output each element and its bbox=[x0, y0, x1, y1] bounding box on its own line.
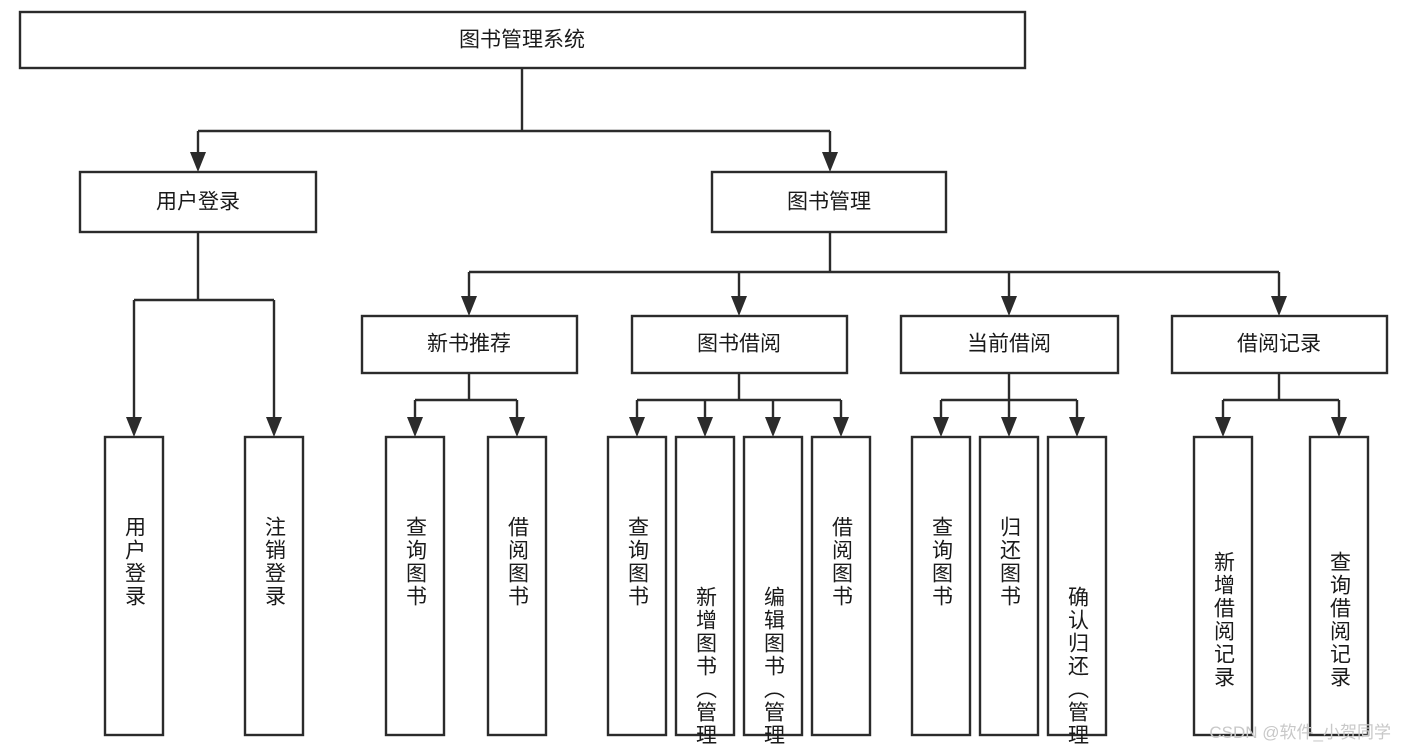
leaf-current-borrow-2-label: 归还图书 bbox=[998, 516, 1022, 608]
arrow-head-book-borrow bbox=[731, 296, 747, 316]
leaf-book-borrow-3-box[interactable] bbox=[742, 435, 804, 737]
connector-group-book-borrow bbox=[629, 373, 849, 437]
arrow-head-new-book bbox=[461, 296, 477, 316]
node-new-book-recommend[interactable]: 新书推荐 bbox=[360, 314, 579, 375]
arrow-head-leaf-borrow-record-2 bbox=[1331, 417, 1347, 437]
leaf-current-borrow-1-label: 查询图书 bbox=[930, 516, 954, 608]
connector-group-new-book bbox=[407, 373, 525, 437]
leaf-current-borrow-1-box[interactable] bbox=[910, 435, 972, 737]
leaf-book-borrow-4-box[interactable] bbox=[810, 435, 872, 737]
leaf-borrow-record-2-label: 查询借阅记录 bbox=[1328, 551, 1352, 689]
leaf-book-borrow-2-label: 新增图书（管理员） bbox=[694, 586, 718, 747]
connector-group-user-login bbox=[126, 232, 282, 437]
leaf-user-login-1-box[interactable] bbox=[103, 435, 165, 737]
node-new-book-recommend-label: 新书推荐 bbox=[427, 333, 511, 356]
leaf-new-book-2-box[interactable] bbox=[486, 435, 548, 737]
connector-group-borrow-record bbox=[1215, 373, 1347, 437]
node-book-management[interactable]: 图书管理 bbox=[710, 170, 948, 234]
leaf-new-book-2-label: 借阅图书 bbox=[506, 516, 530, 608]
arrow-head-leaf-book-borrow-4 bbox=[833, 417, 849, 437]
node-new-book-recommend-box[interactable] bbox=[360, 314, 579, 375]
leaf-new-book-1-box[interactable] bbox=[384, 435, 446, 737]
arrow-head-leaf-current-borrow-1 bbox=[933, 417, 949, 437]
leaf-new-book-1-label: 查询图书 bbox=[404, 516, 428, 608]
connector-group-root bbox=[190, 68, 838, 172]
node-borrow-record[interactable]: 借阅记录 bbox=[1170, 314, 1389, 375]
leaf-user-login-1-label: 用户登录 bbox=[123, 516, 147, 608]
node-root-system-box[interactable] bbox=[18, 10, 1027, 70]
leaf-new-book-2[interactable]: 借阅图书 bbox=[486, 435, 548, 737]
leaf-book-borrow-3-label: 编辑图书（管理员） bbox=[762, 586, 786, 747]
arrow-head-leaf-current-borrow-2 bbox=[1001, 417, 1017, 437]
leaf-book-borrow-2-box[interactable] bbox=[674, 435, 736, 737]
arrow-head-borrow-record bbox=[1271, 296, 1287, 316]
leaf-user-login-2-box[interactable] bbox=[243, 435, 305, 737]
leaf-borrow-record-2-box[interactable] bbox=[1308, 435, 1370, 737]
arrow-head-user-login bbox=[190, 152, 206, 172]
connector-group-book-mgmt bbox=[461, 232, 1287, 316]
csdn-watermark: CSDN @软件_小贺同学 bbox=[1209, 723, 1391, 742]
leaf-book-borrow-1[interactable]: 查询图书 bbox=[606, 435, 668, 737]
leaf-current-borrow-1[interactable]: 查询图书 bbox=[910, 435, 972, 737]
arrow-head-leaf-book-borrow-2 bbox=[697, 417, 713, 437]
leaf-book-borrow-3[interactable]: 编辑图书（管理员） bbox=[742, 435, 804, 747]
connector-group-current-borrow bbox=[933, 373, 1085, 437]
arrow-head-leaf-borrow-record-1 bbox=[1215, 417, 1231, 437]
leaf-current-borrow-3-label: 确认归还（管理员） bbox=[1066, 586, 1090, 747]
node-book-borrow-label: 图书借阅 bbox=[697, 333, 781, 356]
arrow-head-leaf-user-login-2 bbox=[266, 417, 282, 437]
arrow-head-leaf-current-borrow-3 bbox=[1069, 417, 1085, 437]
leaf-borrow-record-1-box[interactable] bbox=[1192, 435, 1254, 737]
arrow-head-leaf-new-book-1 bbox=[407, 417, 423, 437]
leaf-current-borrow-3-box[interactable] bbox=[1046, 435, 1108, 737]
leaf-current-borrow-2[interactable]: 归还图书 bbox=[978, 435, 1040, 737]
arrow-head-leaf-new-book-2 bbox=[509, 417, 525, 437]
node-current-borrow-box[interactable] bbox=[899, 314, 1120, 375]
node-book-management-label: 图书管理 bbox=[787, 191, 871, 214]
leaf-current-borrow-3[interactable]: 确认归还（管理员） bbox=[1046, 435, 1108, 747]
leaf-book-borrow-4[interactable]: 借阅图书 bbox=[810, 435, 872, 737]
node-borrow-record-box[interactable] bbox=[1170, 314, 1389, 375]
node-root-system-label: 图书管理系统 bbox=[459, 29, 585, 52]
arrow-head-leaf-book-borrow-3 bbox=[765, 417, 781, 437]
arrow-head-leaf-user-login-1 bbox=[126, 417, 142, 437]
leaf-user-login-2[interactable]: 注销登录 bbox=[243, 435, 305, 737]
node-book-borrow-box[interactable] bbox=[630, 314, 849, 375]
arrow-head-leaf-book-borrow-1 bbox=[629, 417, 645, 437]
leaf-book-borrow-1-box[interactable] bbox=[606, 435, 668, 737]
arrow-head-current-borrow bbox=[1001, 296, 1017, 316]
arrow-head-book-mgmt bbox=[822, 152, 838, 172]
leaf-user-login-2-label: 注销登录 bbox=[263, 516, 287, 608]
node-current-borrow-label: 当前借阅 bbox=[967, 333, 1051, 356]
node-current-borrow[interactable]: 当前借阅 bbox=[899, 314, 1120, 375]
leaf-borrow-record-1[interactable]: 新增借阅记录 bbox=[1192, 435, 1254, 737]
node-book-borrow[interactable]: 图书借阅 bbox=[630, 314, 849, 375]
node-borrow-record-label: 借阅记录 bbox=[1237, 333, 1321, 356]
leaf-current-borrow-2-box[interactable] bbox=[978, 435, 1040, 737]
leaf-borrow-record-1-label: 新增借阅记录 bbox=[1212, 551, 1236, 689]
leaf-book-borrow-1-label: 查询图书 bbox=[626, 516, 650, 608]
node-user-login-box[interactable] bbox=[78, 170, 318, 234]
node-book-management-box[interactable] bbox=[710, 170, 948, 234]
leaf-book-borrow-4-label: 借阅图书 bbox=[830, 516, 854, 608]
leaf-book-borrow-2[interactable]: 新增图书（管理员） bbox=[674, 435, 736, 747]
leaf-user-login-1[interactable]: 用户登录 bbox=[103, 435, 165, 737]
node-root-system[interactable]: 图书管理系统 bbox=[18, 10, 1027, 70]
leaf-borrow-record-2[interactable]: 查询借阅记录 bbox=[1308, 435, 1370, 737]
leaf-new-book-1[interactable]: 查询图书 bbox=[384, 435, 446, 737]
node-user-login-label: 用户登录 bbox=[156, 191, 240, 214]
node-user-login[interactable]: 用户登录 bbox=[78, 170, 318, 234]
